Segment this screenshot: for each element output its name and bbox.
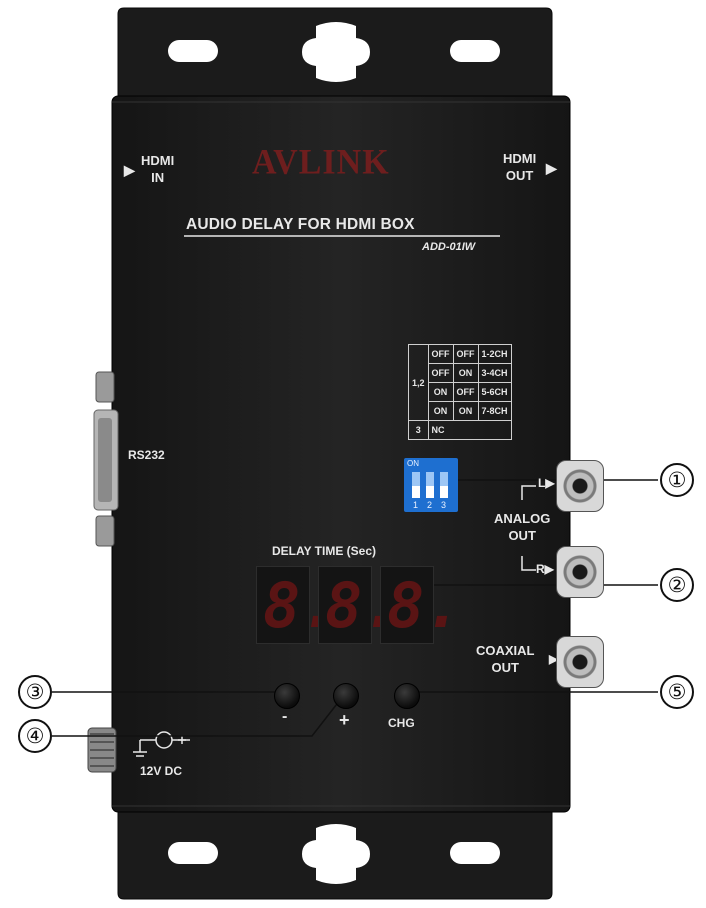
dip-lever-2[interactable] [426,472,434,498]
device-title: AUDIO DELAY FOR HDMI BOX [186,216,415,233]
hdmi-out-arrow-icon: ▶ [546,160,557,176]
digit-2: 8. [318,566,400,644]
mount-keyhole [302,22,370,82]
dip-number: 2 [427,500,433,510]
mount-slot [450,842,500,864]
digit-3: 8. [380,566,462,644]
callout-2: ② [660,568,694,602]
callout-1: ① [660,463,694,497]
dip-switch[interactable]: ON 1 2 3 [404,458,458,512]
analog-l-jack[interactable] [556,460,604,512]
dip-number: 1 [413,500,419,510]
rs232-label: RS232 [128,448,165,462]
hdmi-in-arrow-icon: ▶ [124,162,135,178]
digit-1: 8. [256,566,338,644]
model-number: ADD-01IW [422,241,476,253]
coaxial-arrow-icon: ▶ [549,652,559,666]
mount-slot [168,40,218,62]
dip-lever-1[interactable] [412,472,420,498]
chg-button[interactable] [394,683,420,709]
analog-r-label: R▶ [536,562,554,576]
minus-button[interactable] [274,683,300,709]
coaxial-out-jack[interactable] [556,636,604,688]
chg-label: CHG [388,716,415,730]
delay-time-label: DELAY TIME (Sec) [272,544,377,558]
callout-3: ③ [18,675,52,709]
polarity-symbol [133,731,190,757]
callout-5: ⑤ [660,675,694,709]
minus-label: - [282,708,288,725]
analog-r-jack[interactable] [556,546,604,598]
mount-slot [168,842,218,864]
callout-4: ④ [18,719,52,753]
callout-leaders [52,479,658,737]
seven-segment-display: 8. 8. 8. [256,566,462,646]
power-label: 12V DC [140,764,183,778]
dip-number: 3 [441,500,447,510]
dip-lever-3[interactable] [440,472,448,498]
analog-l-label: L▶ [538,476,555,490]
plus-button[interactable] [333,683,359,709]
dip-on-label: ON [407,459,419,468]
plus-label: + [339,710,350,730]
mount-keyhole [302,824,370,884]
brand-logo: AVLINK [252,143,390,182]
mount-slot [450,40,500,62]
